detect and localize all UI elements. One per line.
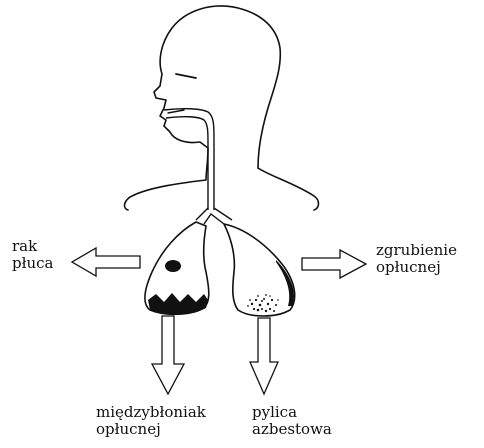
left-bronchus bbox=[196, 208, 208, 220]
label-lung-cancer-line2: płuca bbox=[12, 255, 53, 272]
arrow-to-asbestosis bbox=[250, 318, 278, 394]
label-asbestosis-line2: azbestowa bbox=[252, 421, 332, 438]
label-pleural-thickening: zgrubienie opłucnej bbox=[376, 242, 457, 276]
arrow-to-mesothelioma bbox=[152, 316, 184, 394]
eye-mark bbox=[176, 74, 196, 78]
label-asbestosis-line1: pylica bbox=[252, 404, 332, 421]
mouth-mark bbox=[168, 110, 184, 113]
label-mesothelioma: międzybłoniak opłucnej bbox=[96, 404, 206, 438]
arrow-to-lung-cancer bbox=[72, 248, 140, 276]
label-pleural-thickening-line2: opłucnej bbox=[376, 259, 457, 276]
arrow-to-pleural-thickening bbox=[302, 250, 366, 278]
label-mesothelioma-line1: międzybłoniak bbox=[96, 404, 206, 421]
lung-tumour-spot bbox=[165, 260, 181, 272]
bronchus-fork bbox=[204, 214, 224, 224]
label-mesothelioma-line2: opłucnej bbox=[96, 421, 206, 438]
label-lung-cancer: rak płuca bbox=[12, 238, 53, 272]
label-pleural-thickening-line1: zgrubienie bbox=[376, 242, 457, 259]
label-lung-cancer-line1: rak bbox=[12, 238, 53, 255]
shoulder-right-outline bbox=[258, 168, 319, 210]
label-asbestosis: pylica azbestowa bbox=[252, 404, 332, 438]
airway-inner bbox=[166, 117, 208, 210]
human-head-outline bbox=[125, 6, 281, 210]
